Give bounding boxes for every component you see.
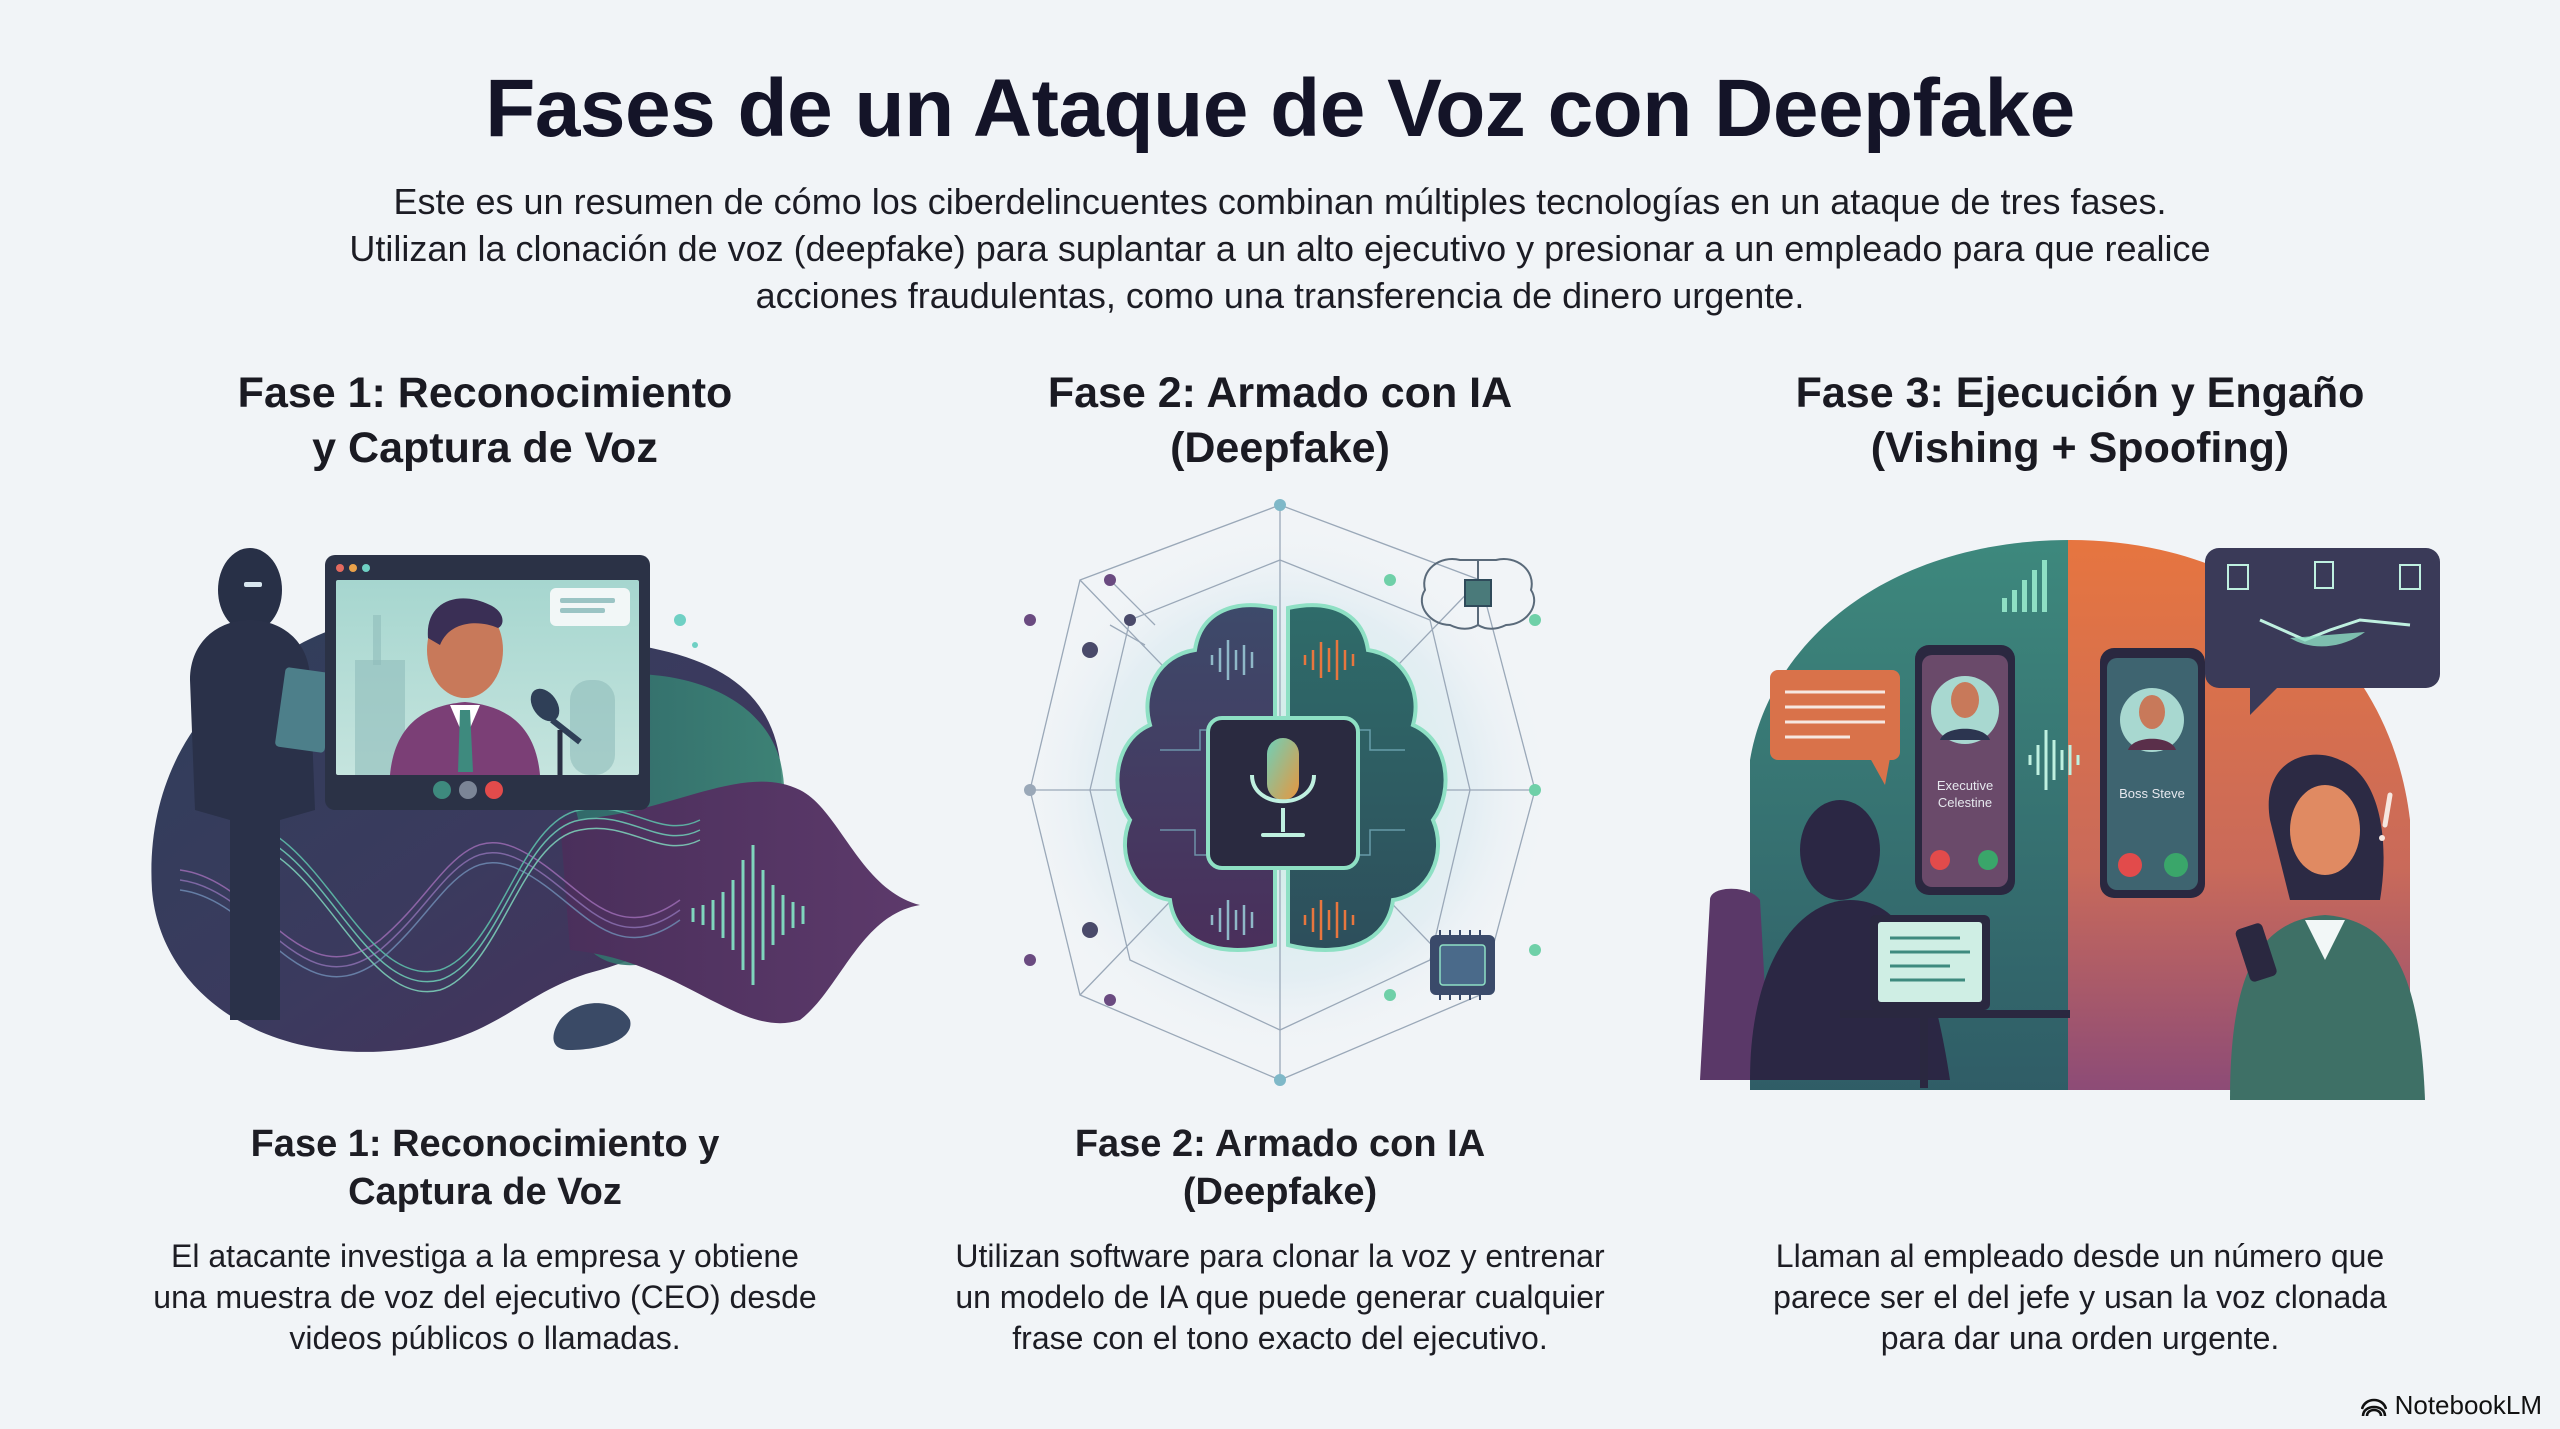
- caller-name-label: Boss Steve: [2119, 786, 2185, 801]
- transaction-speech-bubble: [2205, 548, 2440, 715]
- phase-1-description-line: una muestra de voz del ejecutivo (CEO) d…: [153, 1279, 817, 1315]
- decline-call-button[interactable]: [2118, 853, 2142, 877]
- signal-bars-icon: [2002, 560, 2047, 612]
- small-blob: [553, 1003, 631, 1050]
- attacker-phone: Executive Celestine: [1915, 645, 2015, 895]
- cloned-waveform-icon: [1303, 640, 1355, 940]
- phase-3-description-line: para dar una orden urgente.: [1880, 1320, 2280, 1356]
- intro-paragraph: Este es un resumen de cómo los ciberdeli…: [260, 178, 2300, 319]
- phase-1-description: El atacante investiga a la empresa y obt…: [120, 1236, 850, 1359]
- alert-icon: [2382, 792, 2393, 828]
- page-title: Fases de un Ataque de Voz con Deepfake: [485, 63, 2075, 154]
- handshake-icon: [2259, 618, 2411, 642]
- phase-3-description-line: parece ser el del jefe y usan la voz clo…: [1773, 1279, 2387, 1315]
- network-nodes: [1024, 499, 1541, 1086]
- chat-bubble-icon: [1770, 670, 1900, 785]
- worried-employee: [2230, 754, 2425, 1100]
- voice-capture-illustration: [151, 548, 920, 1052]
- notebooklm-logo-icon: [2360, 1398, 2387, 1416]
- waveform-icon: [691, 845, 805, 985]
- phase-3-description-line: Llaman al empleado desde un número que: [1775, 1238, 2385, 1274]
- hacker-figure: [190, 548, 335, 1020]
- phase-2-heading-line: (Deepfake): [1170, 424, 1390, 472]
- accept-call-button[interactable]: [2164, 853, 2188, 877]
- phase-2-description-line: un modelo de IA que puede generar cualqu…: [955, 1279, 1605, 1315]
- phase-1-description-line: videos públicos o llamadas.: [289, 1320, 681, 1356]
- phase-1-detail-title-line: Fase 1: Reconocimiento y: [250, 1123, 720, 1165]
- phase-3-heading: Fase 3: Ejecución y Engaño (Vishing + Sp…: [1740, 366, 2420, 476]
- voice-transmission-icon: [2028, 730, 2080, 790]
- phase-1-detail-title-line: Captura de Voz: [348, 1171, 622, 1213]
- mic-toggle-button[interactable]: [433, 781, 451, 799]
- ai-deepfake-illustration: [1015, 499, 1555, 1086]
- phase-1-detail-title: Fase 1: Reconocimiento y Captura de Voz: [150, 1120, 820, 1216]
- notebooklm-brand: NotebookLM: [2360, 1390, 2542, 1421]
- video-call-window[interactable]: [325, 555, 650, 810]
- cpu-chip-icon: [1430, 930, 1495, 1000]
- decorative-drops: [674, 614, 698, 648]
- microphone-icon: [530, 688, 582, 775]
- end-call-button[interactable]: [485, 781, 503, 799]
- phase-2-detail-title-line: (Deepfake): [1182, 1171, 1378, 1213]
- caller-name-label: Executive: [1937, 778, 1993, 793]
- phase-1-heading-line: Fase 1: Reconocimiento: [237, 369, 733, 417]
- phase-2-description-line: Utilizan software para clonar la voz y e…: [955, 1238, 1605, 1274]
- phase-3-description: Llaman al empleado desde un número que p…: [1720, 1236, 2440, 1359]
- smartphone-icon: [2235, 923, 2277, 982]
- intro-line: Utilizan la clonación de voz (deepfake) …: [349, 228, 2211, 269]
- phase-3-heading-line: Fase 3: Ejecución y Engaño: [1795, 369, 2365, 417]
- phase-2-heading-line: Fase 2: Armado con IA: [1047, 369, 1513, 417]
- caller-name-label: Celestine: [1938, 795, 1992, 810]
- decline-call-button[interactable]: [1930, 850, 1950, 870]
- brand-label: NotebookLM: [2394, 1390, 2542, 1420]
- intro-line: acciones fraudulentas, como una transfer…: [755, 275, 1805, 316]
- phase-3-heading-line: (Vishing + Spoofing): [1870, 424, 2290, 472]
- phase-2-detail-title: Fase 2: Armado con IA (Deepfake): [960, 1120, 1600, 1216]
- victim-phone: Boss Steve: [2100, 648, 2205, 898]
- intro-line: Este es un resumen de cómo los ciberdeli…: [393, 181, 2167, 222]
- vishing-spoofing-illustration: Executive Celestine Boss Steve: [1700, 540, 2440, 1100]
- waveform-icon: [1210, 640, 1254, 940]
- microphone-chip: [1206, 716, 1360, 870]
- phase-1-heading-line: y Captura de Voz: [312, 424, 658, 472]
- phase-2-description-line: frase con el tono exacto del ejecutivo.: [1012, 1320, 1548, 1356]
- phase-2-heading: Fase 2: Armado con IA (Deepfake): [960, 366, 1600, 476]
- small-brain-icon: [1420, 558, 1536, 630]
- phase-1-description-line: El atacante investiga a la empresa y obt…: [171, 1238, 799, 1274]
- phase-2-detail-title-line: Fase 2: Armado con IA: [1074, 1123, 1486, 1165]
- accept-call-button[interactable]: [1978, 850, 1998, 870]
- phase-2-description: Utilizan software para clonar la voz y e…: [910, 1236, 1650, 1359]
- phase-1-heading: Fase 1: Reconocimiento y Captura de Voz: [150, 366, 820, 476]
- camera-toggle-button[interactable]: [459, 781, 477, 799]
- waveform-shape: [560, 781, 920, 1024]
- hacker-at-laptop: [1700, 800, 2070, 1088]
